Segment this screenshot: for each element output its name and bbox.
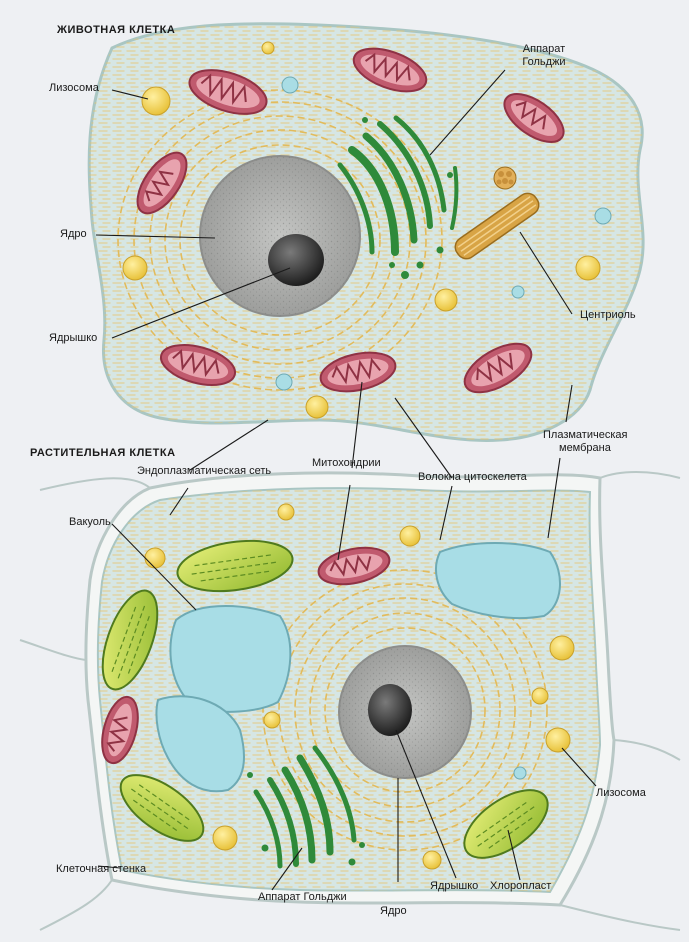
animal-nucleolus	[268, 234, 324, 286]
animal-centriole-end	[493, 166, 517, 190]
plant-cell-title: РАСТИТЕЛЬНАЯ КЛЕТКА	[30, 447, 176, 459]
label-nucleolus-animal: Ядрышко	[49, 332, 98, 344]
label-er: Эндоплазматическая сеть	[137, 465, 272, 477]
label-golgi-animal: Аппарат Гольджи	[512, 43, 576, 69]
plant-mitochondria	[101, 546, 391, 765]
plant-golgi	[247, 745, 365, 869]
plant-er	[262, 569, 548, 851]
plant-vacuoles	[155, 542, 562, 793]
label-nucleus-plant: Ядро	[380, 905, 407, 917]
label-cell-wall: Клеточная стенка	[56, 863, 147, 875]
label-plasma-membrane-line2: мембрана	[559, 442, 611, 454]
label-nucleolus-plant: Ядрышко	[430, 880, 479, 892]
label-golgi-animal-line2: Гольджи	[522, 56, 566, 68]
cell-wall-outer-lines	[19, 471, 681, 931]
label-centriole: Центриоль	[580, 309, 636, 321]
animal-cell-title: ЖИВОТНАЯ КЛЕТКА	[57, 24, 176, 36]
label-lysosome-plant: Лизосома	[596, 787, 646, 799]
label-lysosome-animal: Лизосома	[49, 82, 99, 94]
animal-vesicles	[275, 76, 612, 391]
plant-cell	[19, 471, 681, 931]
animal-golgi	[337, 115, 459, 279]
plant-vesicles	[513, 766, 527, 780]
plant-lysosomes	[144, 503, 575, 870]
plant-nucleolus	[368, 684, 412, 736]
animal-centriole	[454, 192, 540, 260]
label-chloroplast: Хлоропласт	[490, 880, 552, 892]
animal-lysosomes	[122, 41, 601, 419]
label-cytoskeleton: Волокна цитоскелета	[418, 471, 527, 483]
plant-chloroplasts	[101, 539, 549, 859]
label-mitochondrion: Митохондрии	[312, 457, 381, 469]
animal-mitochondria	[136, 47, 565, 394]
label-plasma-membrane: Плазматическая мембрана	[543, 429, 627, 455]
label-golgi-plant: Аппарат Гольджи	[258, 891, 347, 903]
animal-cell	[87, 22, 645, 442]
leader-lines	[95, 69, 597, 891]
label-nucleus-animal: Ядро	[60, 228, 87, 240]
label-vacuole: Вакуоль	[69, 516, 111, 528]
label-golgi-animal-line1: Аппарат	[522, 43, 566, 55]
label-plasma-membrane-line1: Плазматическая	[543, 429, 628, 441]
